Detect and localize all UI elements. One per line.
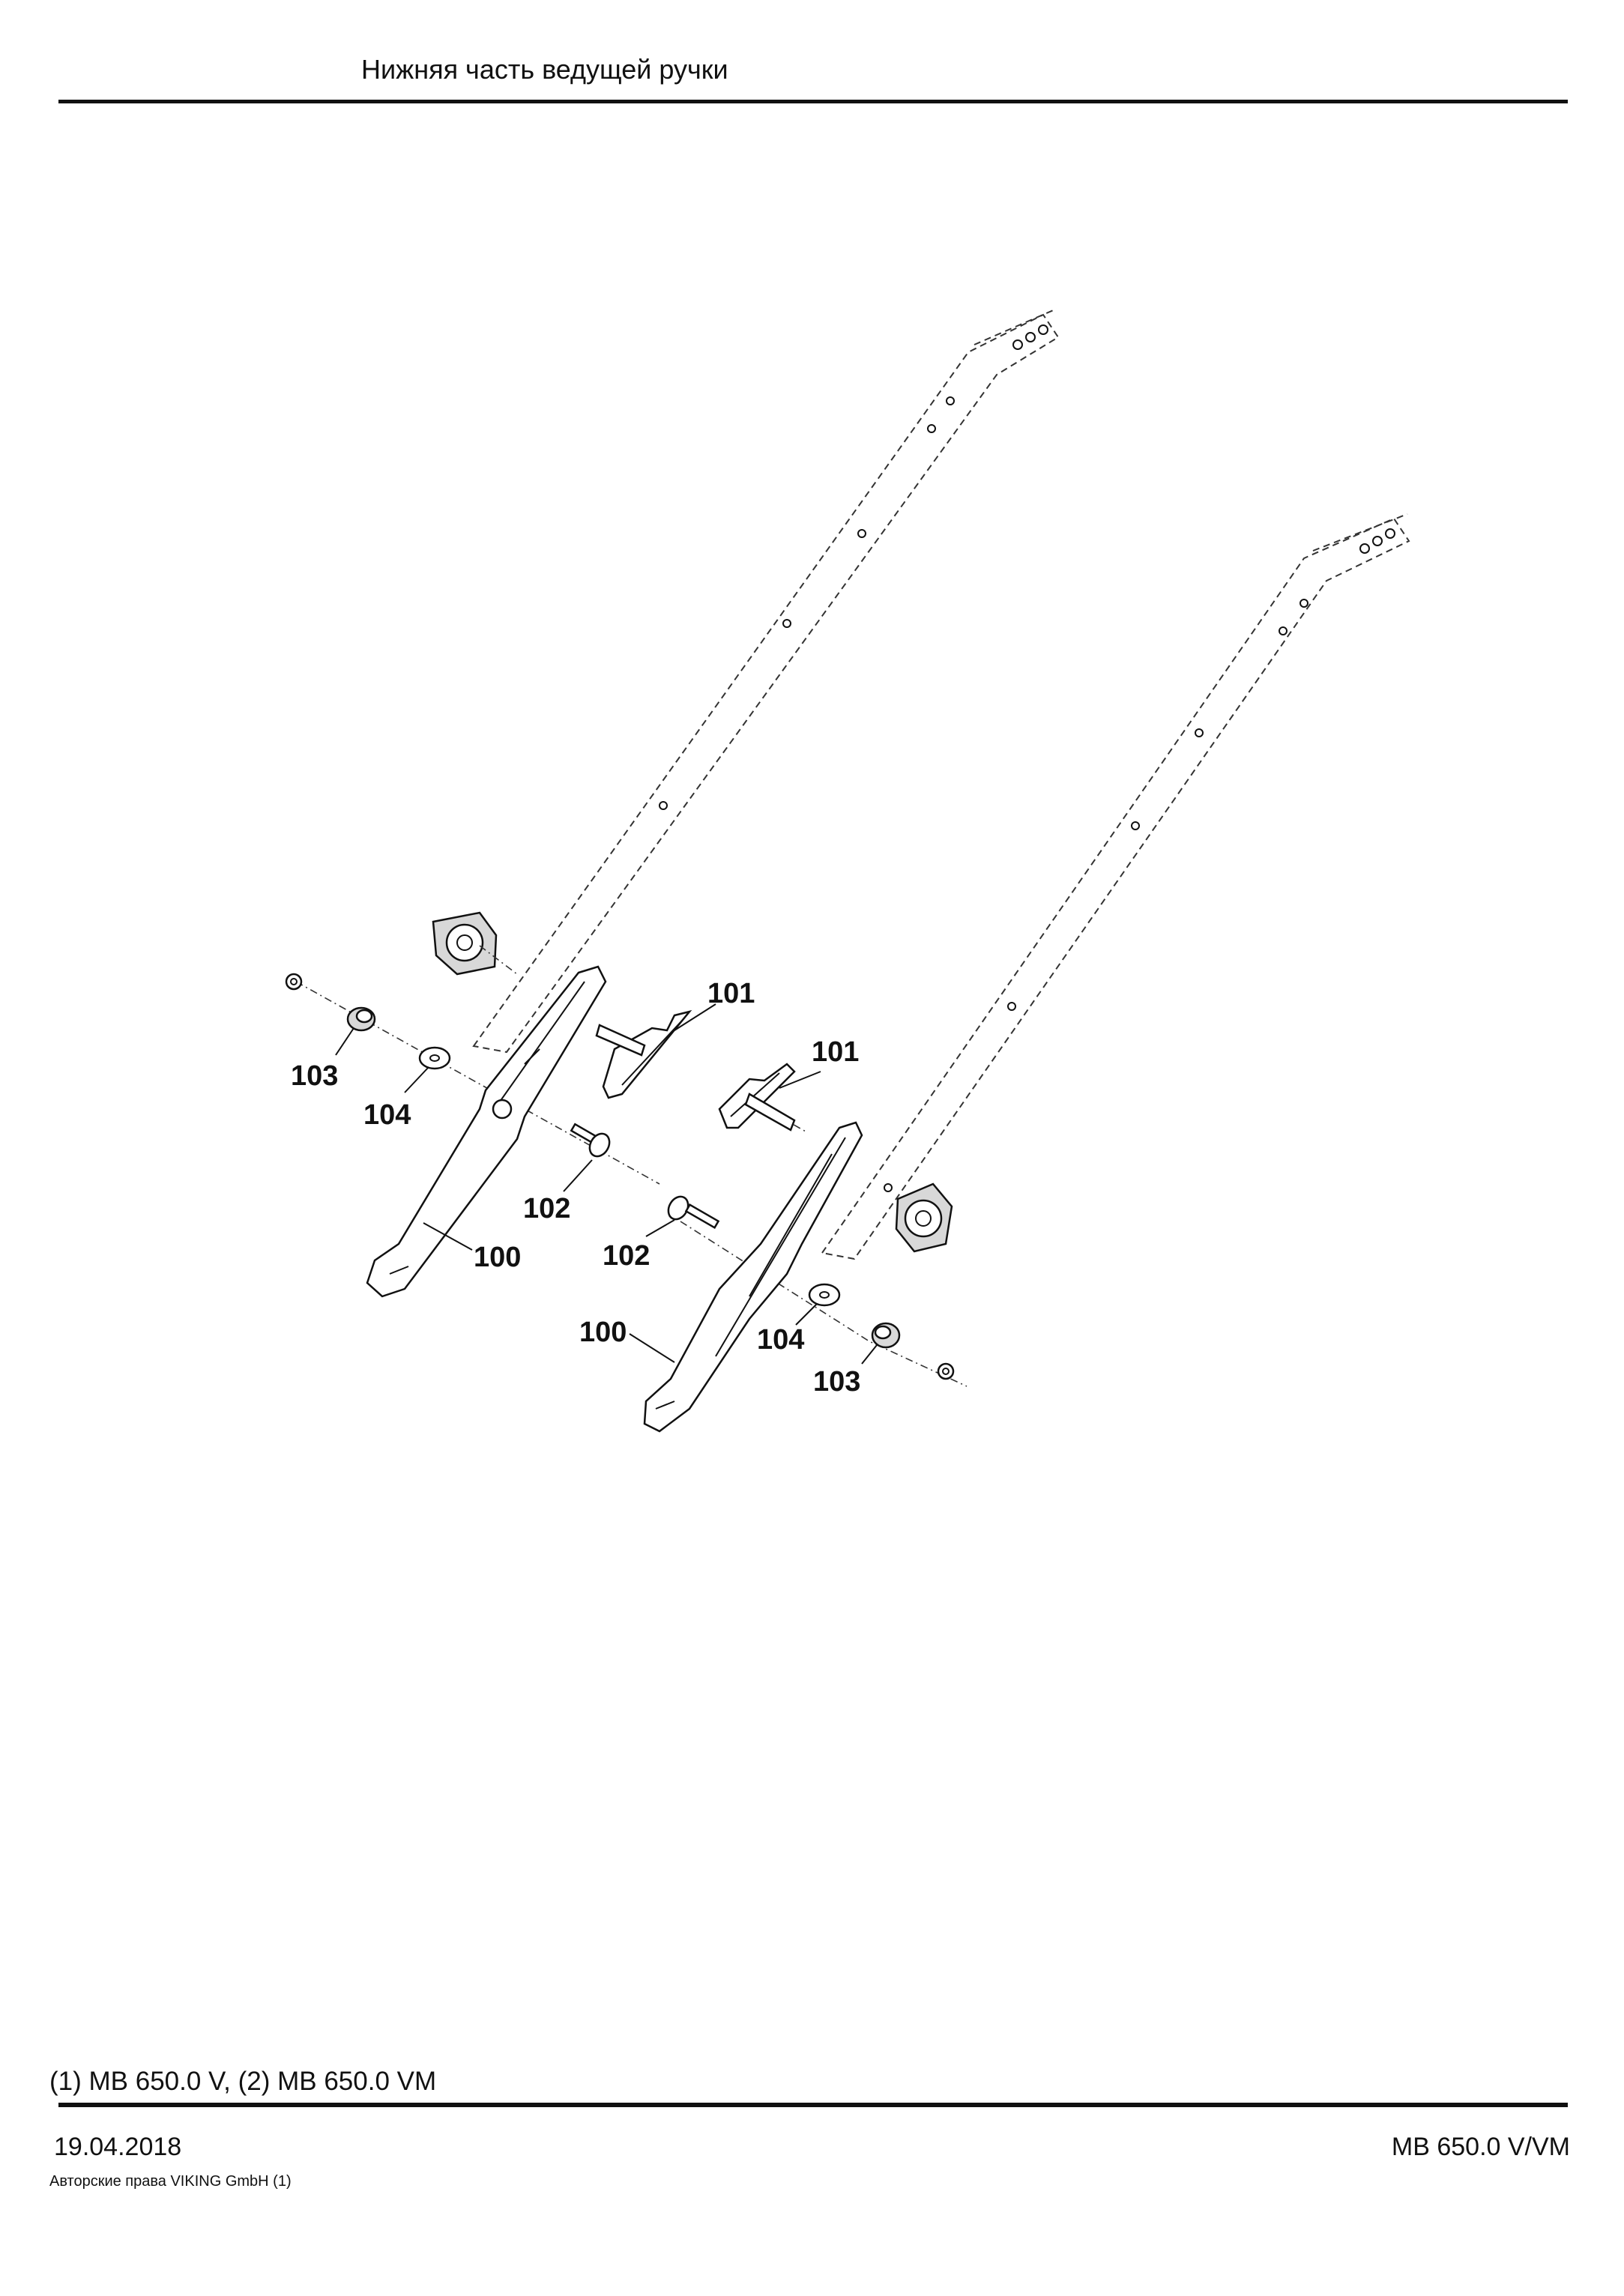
left-knob-103 xyxy=(346,1006,376,1032)
header-rule xyxy=(58,100,1568,103)
left-upper-axis xyxy=(479,945,518,975)
footer-rule xyxy=(58,2103,1568,2107)
callout-right-washer: 104 xyxy=(757,1324,804,1356)
callout-right-knob: 103 xyxy=(813,1366,860,1398)
callout-right-bolt: 102 xyxy=(603,1240,650,1272)
callout-left-clamp: 101 xyxy=(707,978,755,1009)
left-nut xyxy=(285,973,303,991)
callout-left-washer: 104 xyxy=(363,1099,411,1131)
right-joint-hub xyxy=(895,1182,953,1253)
callout-left-frame: 100 xyxy=(474,1242,521,1273)
footer-date: 19.04.2018 xyxy=(54,2133,182,2161)
leader-right-100 xyxy=(629,1333,675,1363)
page-title: Нижняя часть ведущей ручки xyxy=(361,54,728,85)
right-upper-handle-tube xyxy=(821,513,1410,1260)
right-washer-104 xyxy=(808,1283,841,1307)
footer-model-code: MB 650.0 V/VM xyxy=(1391,2133,1570,2161)
left-joint-hub xyxy=(432,911,498,976)
leader-right-103 xyxy=(861,1344,878,1365)
footer-copyright: Авторские права VIKING GmbH (1) xyxy=(49,2173,292,2190)
leader-left-102 xyxy=(563,1159,593,1192)
leader-left-101 xyxy=(674,1003,716,1031)
left-upper-handle-tube xyxy=(472,308,1060,1054)
leader-right-104 xyxy=(795,1303,818,1326)
left-washer-104 xyxy=(418,1046,451,1070)
left-quick-release-clamp xyxy=(595,1009,692,1099)
callout-left-bolt: 102 xyxy=(523,1193,570,1224)
callout-left-knob: 103 xyxy=(291,1060,338,1092)
model-list: (1) MB 650.0 V, (2) MB 650.0 VM xyxy=(49,2067,437,2096)
leader-right-101 xyxy=(779,1071,821,1089)
leader-left-100 xyxy=(423,1222,473,1251)
callout-right-clamp: 101 xyxy=(812,1036,859,1068)
leader-right-102 xyxy=(645,1219,675,1237)
left-bolt-102 xyxy=(570,1123,611,1158)
left-lower-handle-bracket xyxy=(366,965,607,1298)
right-knob-103 xyxy=(871,1322,901,1349)
leader-left-104 xyxy=(404,1066,429,1093)
leader-left-103 xyxy=(335,1027,354,1056)
right-lower-handle-bracket xyxy=(643,1121,863,1433)
right-bolt-102 xyxy=(667,1195,720,1230)
right-nut xyxy=(937,1362,955,1380)
right-quick-release-clamp xyxy=(718,1063,796,1132)
callout-right-frame: 100 xyxy=(579,1317,627,1348)
